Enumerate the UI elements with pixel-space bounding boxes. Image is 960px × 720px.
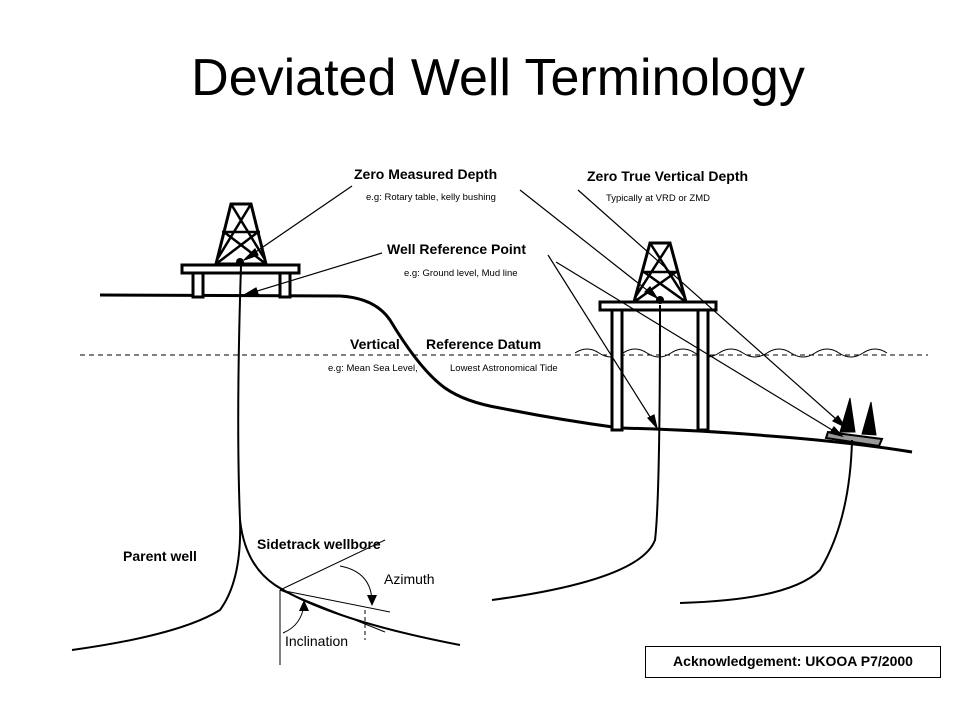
zero-true-vertical-depth-label: Zero True Vertical Depth (587, 168, 749, 184)
zero-measured-depth-label: Zero Measured Depth (354, 166, 498, 182)
inclination-label: Inclination (285, 633, 349, 649)
zero-true-vertical-depth-note: Typically at VRD or ZMD (606, 193, 710, 204)
parent-well (71, 265, 242, 651)
zero-measured-depth-note: e.g: Rotary table, kelly bushing (366, 192, 496, 203)
platform-well (491, 304, 661, 601)
platform-zmd-point (656, 296, 664, 304)
page-title: Deviated Well Terminology (191, 49, 805, 107)
datum-note-left: e.g: Mean Sea Level, (328, 363, 418, 374)
acknowledgement-box: Acknowledgement: UKOOA P7/2000 (645, 646, 941, 678)
azimuth-label: Azimuth (384, 571, 435, 587)
angle-construction (279, 539, 391, 665)
leader-lines (243, 185, 847, 438)
land-rig-zmd-point (236, 258, 244, 266)
well-reference-point-label: Well Reference Point (387, 241, 527, 257)
subsea-well (679, 439, 853, 604)
vertical-label: Vertical (350, 336, 400, 352)
well-reference-point-note: e.g: Ground level, Mud line (404, 268, 518, 279)
reference-datum-label: Reference Datum (426, 336, 542, 352)
sidetrack-wellbore-label: Sidetrack wellbore (257, 536, 381, 552)
offshore-platform (598, 241, 718, 432)
seabed-profile (99, 293, 913, 454)
angle-arrows (299, 595, 377, 611)
water-waves (574, 348, 888, 358)
datum-note-right: Lowest Astronomical Tide (450, 363, 558, 374)
parent-well-label: Parent well (123, 548, 197, 564)
